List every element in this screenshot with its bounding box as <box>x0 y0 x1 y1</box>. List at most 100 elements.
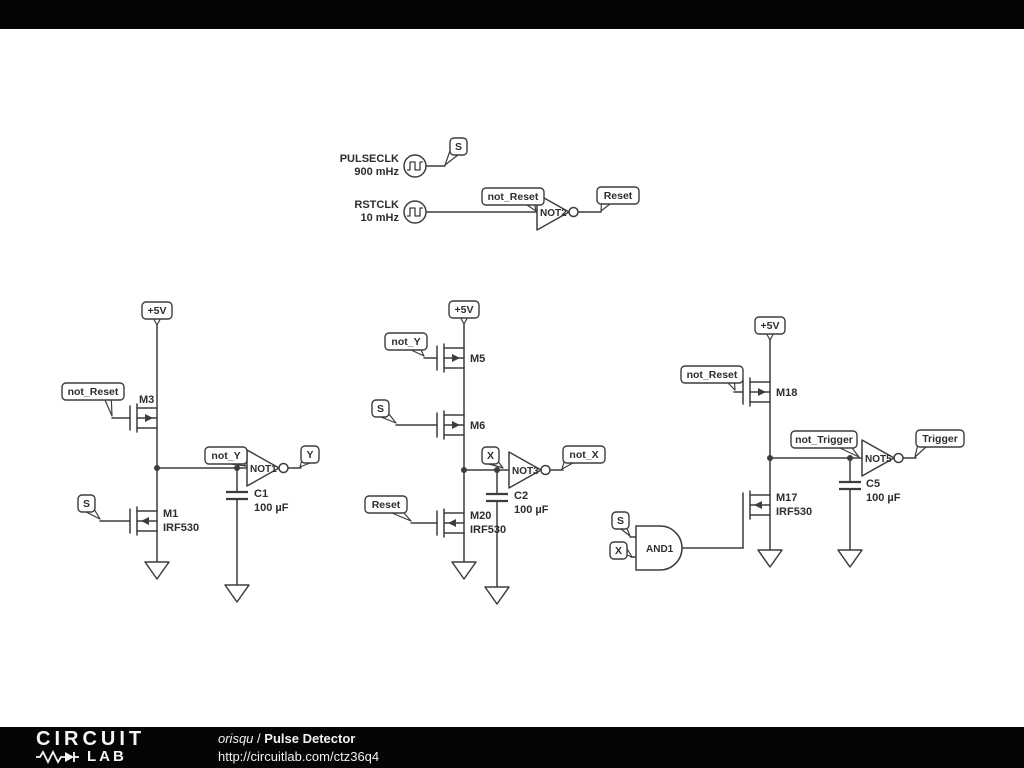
flag-label: S <box>83 498 90 510</box>
mosfet-arrow <box>452 354 460 362</box>
flag-label: not_Y <box>211 450 240 462</box>
c1-value: 100 µF <box>254 502 289 514</box>
circuit-title: Pulse Detector <box>264 730 356 746</box>
flag-s-pulseclk: S <box>444 137 468 166</box>
squarewave-icon <box>407 161 423 171</box>
flag-trigger-output: Trigger <box>914 429 965 458</box>
m5-ref: M5 <box>470 353 485 365</box>
not1-ref: NOT1 <box>250 464 277 475</box>
ground-symbol <box>484 586 510 605</box>
inverter-triangle <box>536 193 570 231</box>
flag-label: not_Y <box>391 336 420 348</box>
flag-x-not3: X <box>481 446 504 469</box>
top-bar <box>0 0 1024 29</box>
flag-vdd-stage3: +5V <box>754 316 786 341</box>
flag-reset-m20: Reset <box>364 495 412 522</box>
vdd-label: +5V <box>761 320 780 332</box>
flag-label: not_X <box>569 449 598 461</box>
ground-symbol <box>144 561 170 580</box>
transistor-m1: M1 IRF530 <box>99 506 199 536</box>
flag-label: not_Trigger <box>795 434 853 446</box>
ground-symbol <box>837 549 863 568</box>
flag-not-y-m5: not_Y <box>384 332 428 357</box>
not3-ref: NOT3 <box>512 466 539 477</box>
flag-not-reset-m18: not_Reset <box>680 365 744 391</box>
flag-vdd-stage2: +5V <box>448 300 480 325</box>
transistor-m3: M3 <box>111 394 158 433</box>
gate-not1: NOT1 <box>246 449 289 487</box>
flag-not-trigger-not5: not_Trigger <box>790 430 860 458</box>
inverter-bubble <box>568 206 579 218</box>
m20-part: IRF530 <box>470 524 506 536</box>
circuitlab-logo: CIRCUIT LAB <box>36 728 186 765</box>
m17-ref: M17 <box>776 492 797 504</box>
c5-value: 100 µF <box>866 492 901 504</box>
transistor-m20: M20 IRF530 <box>410 508 506 538</box>
gate-not5: NOT5 <box>861 439 904 477</box>
capacitor-c1: C1 100 µF <box>226 488 289 514</box>
flag-label: X <box>487 450 494 462</box>
flag-label: S <box>455 141 462 153</box>
flag-s-m6: S <box>371 399 397 424</box>
flag-label: not_Reset <box>488 191 539 203</box>
circuit-url[interactable]: http://circuitlab.com/ctz36q4 <box>218 748 380 764</box>
transistor-m6: M6 <box>395 410 485 440</box>
c5-ref: C5 <box>866 478 880 490</box>
logo-circuit-text: CIRCUIT <box>36 728 146 750</box>
capacitor-c2: C2 100 µF <box>486 490 549 516</box>
rstclk-freq: 10 mHz <box>360 212 399 224</box>
m6-ref: M6 <box>470 420 485 432</box>
inverter-bubble <box>893 452 904 464</box>
inverter-bubble <box>540 464 551 476</box>
squarewave-icon <box>407 207 423 217</box>
flag-label: not_Reset <box>687 369 738 381</box>
rstclk-name: RSTCLK <box>354 199 399 211</box>
flag-label: not_Reset <box>68 386 119 398</box>
flag-x-and1: X <box>609 541 633 560</box>
inverter-triangle <box>861 439 895 477</box>
flag-label: S <box>617 515 624 527</box>
flag-label: Reset <box>372 499 401 511</box>
m1-ref: M1 <box>163 508 178 520</box>
flag-label: S <box>377 403 384 415</box>
pulseclk-freq: 900 mHz <box>354 166 399 178</box>
junction-dots <box>154 455 853 473</box>
m20-ref: M20 <box>470 510 491 522</box>
transistor-m17: M17 IRF530 <box>742 490 812 520</box>
mosfet-arrow <box>754 501 762 509</box>
transistor-m18: M18 <box>733 377 797 407</box>
footer-bar: CIRCUIT LAB orisqu / Pulse Detector http… <box>0 727 1024 768</box>
flag-not-reset-m3: not_Reset <box>61 382 125 417</box>
flag-not-reset-not2: not_Reset <box>481 187 545 212</box>
flag-reset-output: Reset <box>596 186 640 212</box>
logo-lab-text: LAB <box>87 748 127 765</box>
flag-label: Y <box>306 449 313 461</box>
transistor-m5: M5 <box>423 343 485 373</box>
flag-not-x-output: not_X <box>561 445 606 470</box>
flag-label: Trigger <box>922 433 958 445</box>
flag-y-output: Y <box>299 445 320 468</box>
inverter-triangle <box>246 449 280 487</box>
pulseclk-name: PULSECLK <box>340 153 399 165</box>
mosfet-arrow <box>448 519 456 527</box>
c1-ref: C1 <box>254 488 268 500</box>
flag-vdd-stage1: +5V <box>141 301 173 326</box>
and-gate-body <box>635 525 683 571</box>
not2-ref: NOT2 <box>540 208 567 219</box>
gate-and1: AND1 <box>629 525 683 571</box>
c2-ref: C2 <box>514 490 528 502</box>
flag-label: Reset <box>604 190 633 202</box>
m3-ref: M3 <box>139 394 154 406</box>
and1-ref: AND1 <box>646 544 674 555</box>
vdd-label: +5V <box>148 305 167 317</box>
vdd-label: +5V <box>455 304 474 316</box>
c2-value: 100 µF <box>514 504 549 516</box>
capacitor-c5: C5 100 µF <box>839 478 901 504</box>
m1-part: IRF530 <box>163 522 199 534</box>
not5-ref: NOT5 <box>865 454 892 465</box>
ground-symbol <box>224 584 250 603</box>
credit-block: orisqu / Pulse Detector http://circuitla… <box>218 730 379 766</box>
author-name: orisqu <box>218 730 254 746</box>
